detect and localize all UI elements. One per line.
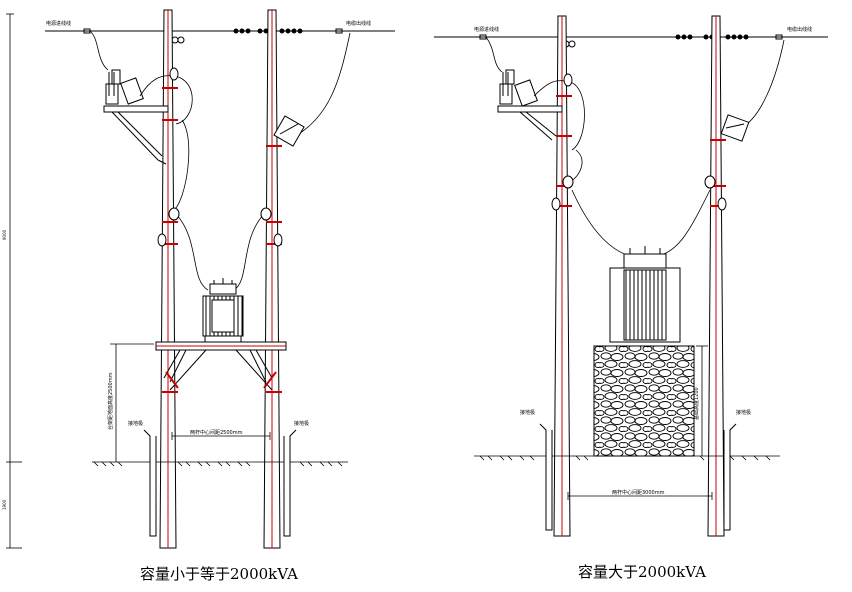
left-incoming-line-label: 电源进线线 [46, 20, 71, 27]
left-platform [155, 341, 287, 391]
right-base-dimension [696, 345, 708, 456]
left-ground-label-2: 接地极 [294, 420, 309, 427]
left-jumpers [89, 30, 351, 291]
left-pole-bands [162, 87, 282, 393]
right-spacing-dimension [567, 492, 713, 500]
right-incoming-line-label: 电源进线线 [474, 26, 499, 33]
right-ground-label-2: 接地极 [736, 409, 751, 416]
right-ground-line [474, 455, 780, 461]
right-jumpers [485, 36, 785, 257]
right-drop-fuse [499, 69, 538, 107]
left-pole-1 [159, 9, 177, 549]
left-line-insulators [83, 28, 343, 44]
left-platform-dimension [110, 343, 154, 462]
burial-depth-label: 1900 [2, 499, 7, 510]
left-pole-2 [263, 9, 281, 549]
left-ground-rods [143, 429, 297, 537]
right-pole-clamps [551, 73, 727, 211]
left-diagram-caption: 容量小于等于2000kVA [140, 565, 298, 583]
diagram-right: 电源进线线 电缆出线线 [434, 15, 828, 537]
right-pole-1 [553, 15, 571, 537]
diagram-left: 9000 1900 电源进线线 电缆出线线 [2, 9, 395, 549]
overall-height-label: 9000 [2, 229, 7, 240]
left-pole-spacing-label: 两杆中心间距2500mm [190, 429, 243, 436]
right-pole-2 [707, 15, 725, 537]
left-transformer [202, 278, 244, 343]
right-transformer [609, 246, 681, 343]
left-ground-label-1: 接地极 [128, 420, 143, 427]
left-overall-dimension [6, 13, 22, 549]
left-cable-terminal [273, 115, 305, 147]
right-ground-label-1: 接地极 [520, 409, 535, 416]
right-fuse-crossarm [497, 105, 563, 141]
left-drop-fuse [105, 69, 144, 105]
left-platform-height-label: 台架距地面高度2500mm [107, 372, 114, 430]
right-ground-rods [539, 423, 737, 531]
left-fuse-crossarm [103, 105, 169, 165]
right-base-height-label: 基础高度1200 [693, 387, 700, 420]
right-outgoing-line-label: 电缆出线线 [787, 26, 812, 33]
right-diagram-caption: 容量大于2000kVA [578, 563, 706, 581]
right-pole-bands [556, 95, 726, 207]
right-foundation [593, 345, 695, 457]
right-cable-terminal [720, 114, 750, 142]
left-spacing-dimension [171, 432, 271, 440]
left-outgoing-line-label: 电缆出线线 [346, 20, 371, 27]
left-ground-line [92, 461, 348, 467]
right-pole-spacing-label: 两杆中心间距3000mm [612, 489, 665, 496]
left-pole-clamps [157, 67, 283, 247]
